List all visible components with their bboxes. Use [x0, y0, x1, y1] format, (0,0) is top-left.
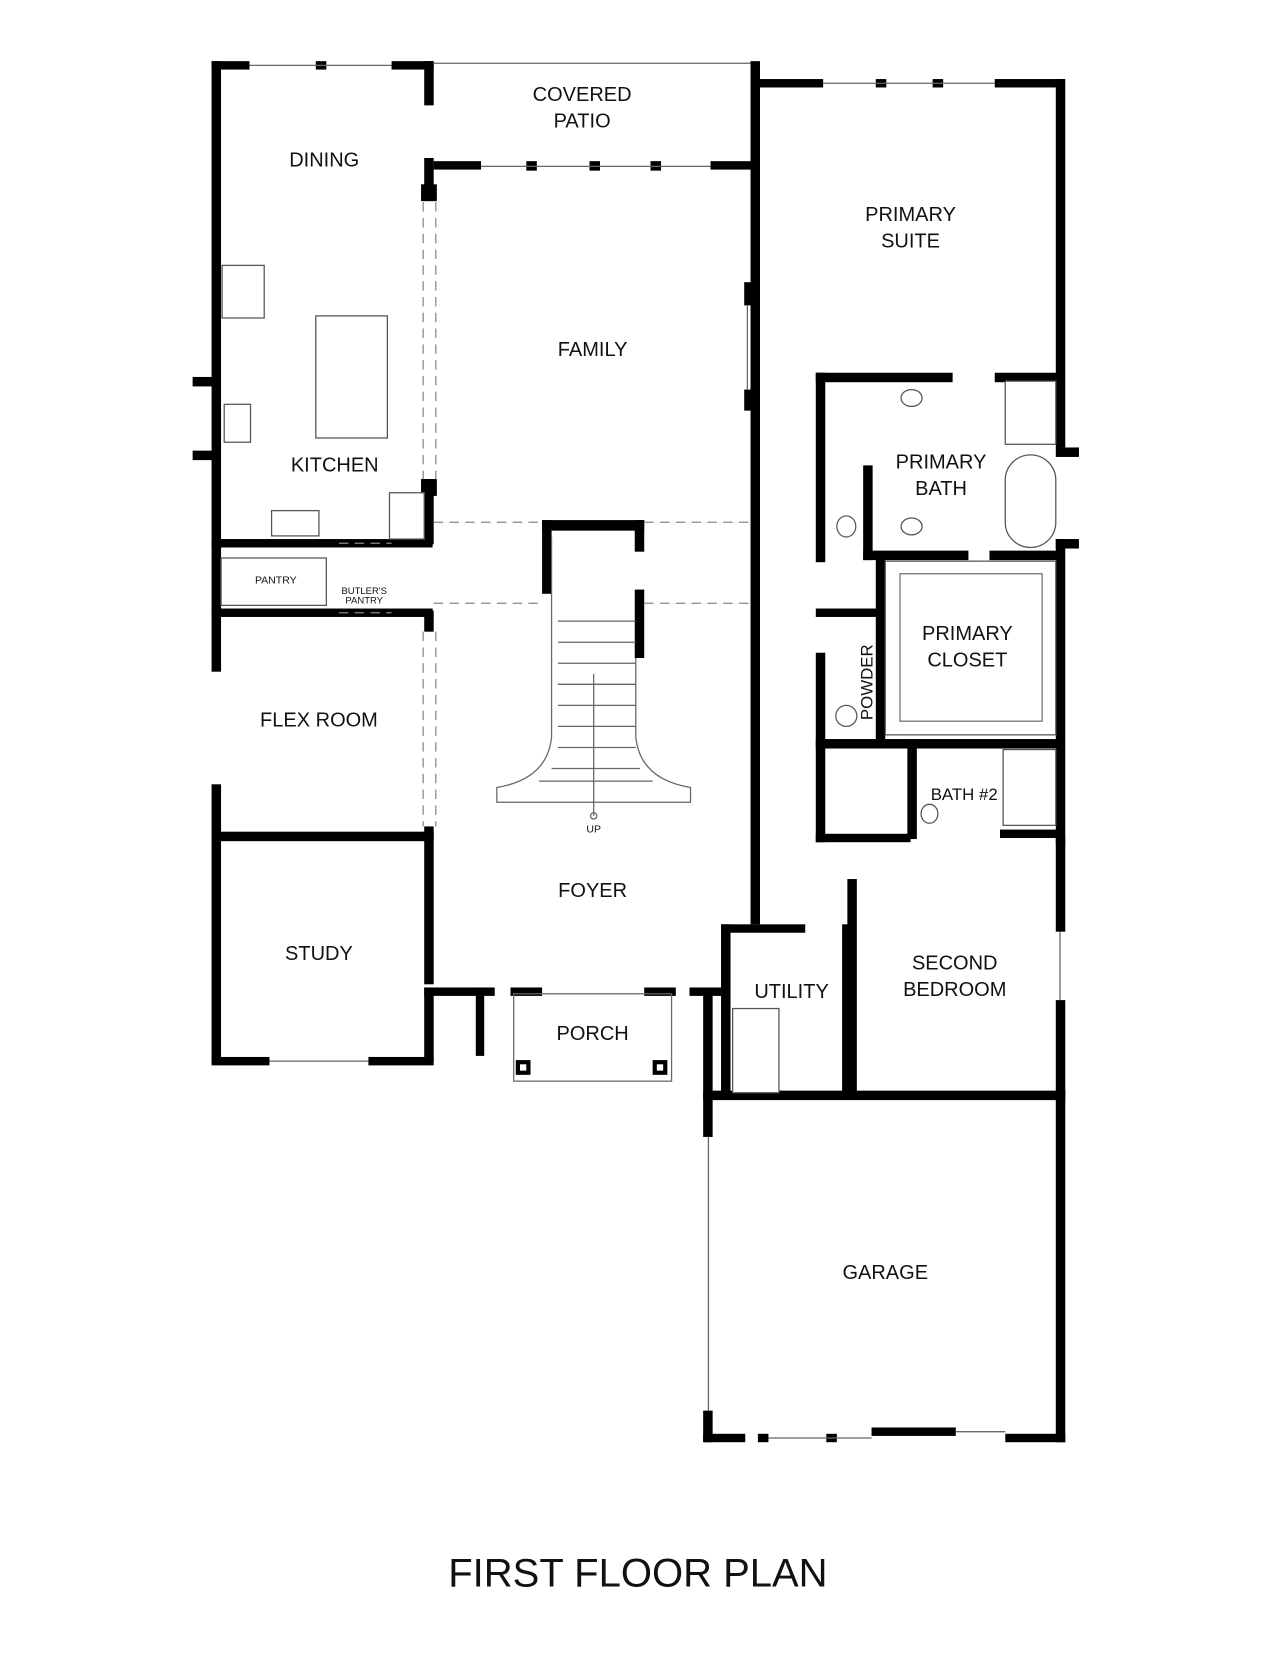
- label-study: STUDY: [285, 943, 353, 965]
- label-primary-closet-1: PRIMARY: [922, 623, 1013, 645]
- label-stairs-up: UP: [586, 824, 601, 836]
- label-dining: DINING: [289, 149, 359, 171]
- label-covered-patio-1: COVERED: [533, 84, 632, 106]
- fixtures: [220, 264, 1057, 1094]
- label-second-bedroom-1: SECOND: [912, 953, 998, 975]
- label-powder: POWDER: [858, 644, 877, 720]
- plan-title: FIRST FLOOR PLAN: [448, 1551, 827, 1595]
- label-primary-bath-1: PRIMARY: [896, 452, 987, 474]
- label-porch: PORCH: [557, 1023, 629, 1045]
- label-covered-patio-2: PATIO: [554, 110, 611, 132]
- label-primary-suite-2: SUITE: [881, 230, 940, 252]
- label-butlers-pantry-2: PANTRY: [345, 595, 383, 606]
- label-butlers-pantry-1: BUTLER'S: [341, 586, 386, 597]
- label-primary-closet-2: CLOSET: [927, 649, 1007, 671]
- room-labels: DINING COVERED PATIO FAMILY PRIMARY SUIT…: [255, 84, 1013, 1284]
- label-foyer: FOYER: [558, 880, 627, 902]
- label-kitchen: KITCHEN: [291, 455, 379, 477]
- walls: [192, 61, 1079, 1443]
- label-flex-room: FLEX ROOM: [260, 709, 378, 731]
- label-primary-bath-2: BATH: [915, 478, 967, 500]
- label-utility: UTILITY: [754, 981, 828, 1003]
- label-pantry: PANTRY: [255, 574, 297, 586]
- label-primary-suite-1: PRIMARY: [865, 204, 956, 226]
- label-second-bedroom-2: BEDROOM: [903, 979, 1006, 1001]
- label-bath-2: BATH #2: [931, 785, 998, 804]
- label-garage: GARAGE: [842, 1262, 928, 1284]
- label-family: FAMILY: [558, 339, 628, 361]
